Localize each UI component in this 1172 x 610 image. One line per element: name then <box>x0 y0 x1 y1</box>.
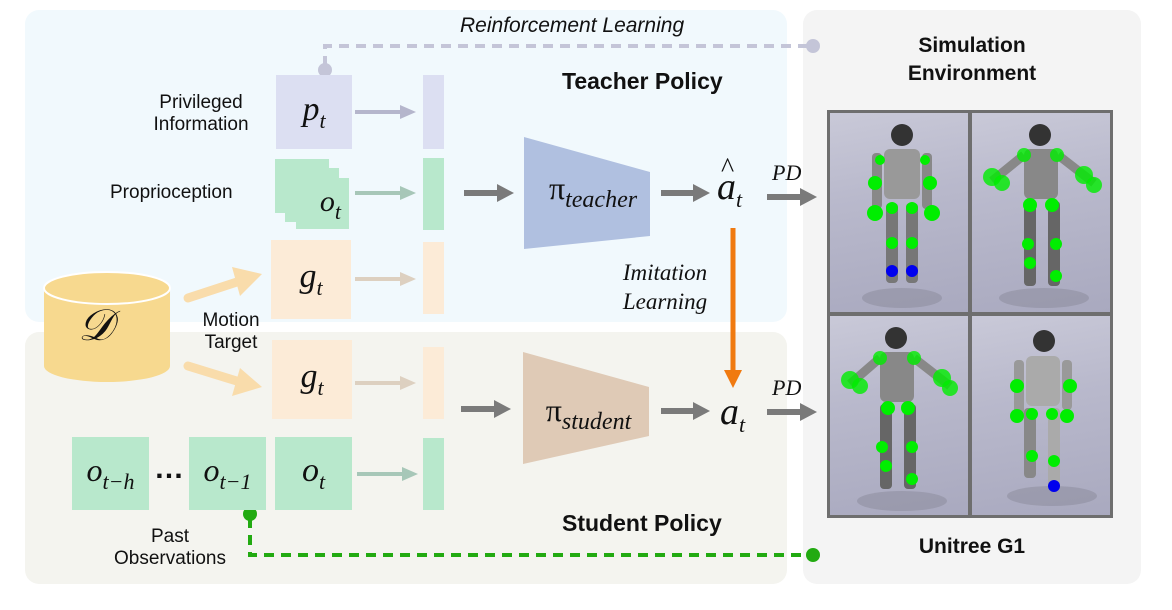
sim-frame-3 <box>827 313 971 518</box>
teacher-goal-box: gt <box>271 240 351 319</box>
student-network-shape <box>523 352 649 464</box>
current-obs-symbol: ot <box>301 452 326 494</box>
arrow-goal-teacher <box>355 272 416 286</box>
student-action: at <box>720 390 745 438</box>
sim-frame-1 <box>827 110 971 315</box>
dataset-cylinder <box>43 271 171 382</box>
imitation-learning-arrow <box>724 228 742 388</box>
past-obs-dot-start <box>243 507 257 521</box>
past-obs-box-t-h: ot−h <box>72 437 149 510</box>
robot-name-label: Unitree G1 <box>918 535 1026 558</box>
teacher-policy-panel <box>25 10 787 322</box>
student-action-symbol: at <box>720 391 746 437</box>
proprio-embedding-bar <box>423 158 444 230</box>
student-goal-embedding-bar <box>423 347 444 419</box>
arrow-privileged <box>355 105 416 119</box>
simulation-environment-title: Simulation Environment <box>803 32 1141 88</box>
student-obs-embedding-bar <box>423 438 444 510</box>
reinforcement-learning-label: Reinforcement Learning <box>460 14 685 37</box>
teacher-goal-embedding-bar <box>423 242 444 314</box>
proprio-symbol: ot <box>319 185 341 224</box>
past-obs-symbol-t-h: ot−h <box>86 452 135 494</box>
teacher-network-shape <box>524 137 650 249</box>
proprioception-label: Proprioception <box>110 182 233 203</box>
current-obs-box: ot <box>275 437 352 510</box>
sim-title-line1: Simulation <box>918 34 1026 57</box>
teacher-action: ^ at <box>717 153 743 213</box>
privileged-information-label: Privileged Information <box>126 92 276 136</box>
teacher-goal-symbol: gt <box>299 258 323 300</box>
imitation-line1: Imitation <box>622 260 708 285</box>
action-hat: ^ <box>721 153 735 184</box>
teacher-action-symbol: at <box>717 166 743 212</box>
privileged-embedding-bar <box>423 75 444 149</box>
motion-label-line2: Target <box>204 332 258 353</box>
pd-label-teacher: PD <box>772 160 802 185</box>
pd-arrow-teacher <box>767 188 817 206</box>
simulation-image-grid <box>827 110 1113 518</box>
robot-figure-3 <box>841 327 958 511</box>
rl-dot-start <box>318 63 332 77</box>
pi-teacher: πteacher <box>548 170 638 213</box>
rl-dot-end <box>806 39 820 53</box>
privileged-input-box: pt <box>276 75 352 149</box>
past-label-line2: Observations <box>114 548 226 569</box>
student-network-label: πstudent <box>526 392 651 436</box>
privileged-label-line2: Information <box>153 114 249 135</box>
past-obs-dashed-line <box>248 518 813 557</box>
pi-student: πstudent <box>545 392 632 435</box>
dataset-symbol: 𝒟 <box>78 300 114 351</box>
privileged-label-line1: Privileged <box>159 92 243 113</box>
arrow-to-teacher-net <box>464 184 514 202</box>
motion-target-label: Motion Target <box>186 310 276 354</box>
past-obs-dot-end <box>806 548 820 562</box>
student-goal-symbol: gt <box>300 358 324 400</box>
robot-figure-4 <box>1007 330 1097 506</box>
imitation-line2: Learning <box>622 289 708 314</box>
robot-figure-1 <box>862 124 942 308</box>
ellipsis: … <box>154 452 184 485</box>
arrow-teacher-out <box>661 184 710 202</box>
dataset-arrow-teacher <box>183 267 262 303</box>
student-goal-box: gt <box>272 340 352 419</box>
student-policy-title: Student Policy <box>562 510 722 536</box>
motion-label-line1: Motion <box>202 310 260 331</box>
past-label-line1: Past <box>150 526 190 547</box>
pd-arrow-student <box>767 403 817 421</box>
past-observations-label: Past Observations <box>100 526 240 570</box>
arrow-to-student-net <box>461 400 511 418</box>
privileged-symbol: pt <box>302 90 326 133</box>
arrow-student-out <box>661 402 710 420</box>
past-obs-box-t-1: ot−1 <box>189 437 266 510</box>
arrow-goal-student <box>355 376 416 390</box>
arrow-proprio <box>355 186 416 200</box>
pd-label-student: PD <box>772 375 802 400</box>
past-obs-symbol-t-1: ot−1 <box>203 452 252 494</box>
arrow-obs-student <box>357 467 418 481</box>
rl-dashed-line <box>323 44 813 66</box>
sim-frame-2 <box>969 110 1113 315</box>
teacher-network-label: πteacher <box>528 170 658 214</box>
sim-frame-4 <box>969 313 1113 518</box>
dataset-arrow-student <box>183 361 262 396</box>
robot-figure-2 <box>983 124 1102 308</box>
imitation-learning-label: Imitation Learning <box>610 258 720 316</box>
proprio-input-box: ot <box>296 178 349 229</box>
teacher-policy-title: Teacher Policy <box>562 68 723 94</box>
sim-title-line2: Environment <box>907 62 1037 85</box>
